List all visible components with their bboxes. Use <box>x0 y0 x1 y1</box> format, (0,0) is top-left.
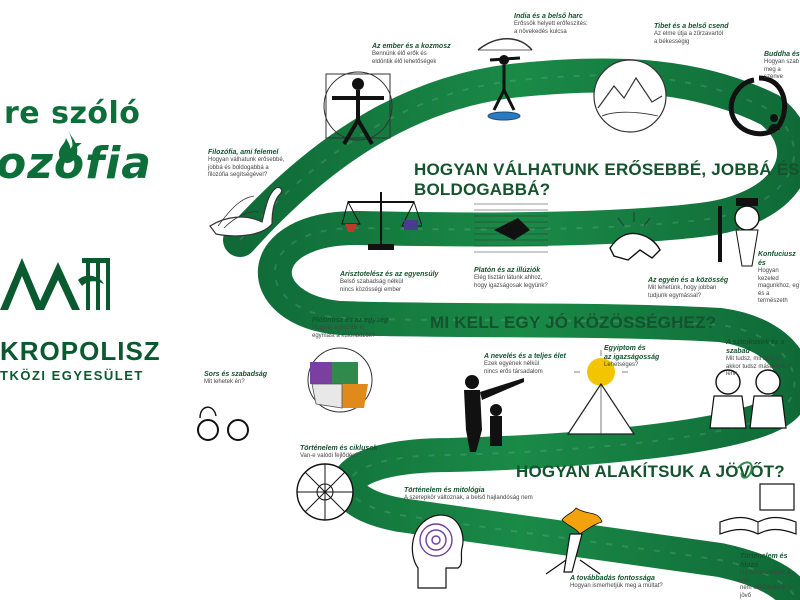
mountains-globe-icon <box>593 59 667 133</box>
station-mitologia: Történelem és mitológia A szerepkör vált… <box>404 487 533 501</box>
station-egyiptom: Egyiptom és az igazságosság Lehetséges? <box>604 345 660 368</box>
labyrinth-head-icon <box>411 514 464 589</box>
cave-shadows-icon <box>474 203 548 253</box>
acropolis-logo-icon <box>0 258 110 310</box>
balance-scale-icon <box>341 192 422 250</box>
station-filozofia-end: Történelem és filozó Ha nem ismerjük a m… <box>740 553 792 599</box>
station-sors: Sors és szabadság Mit lehetek én? <box>204 371 268 385</box>
stoics-busts-icon <box>709 369 787 429</box>
station-platon: Platón és az illúziók Elég tisztán látun… <box>474 267 548 289</box>
brand-title-line2-block: ozófia <box>0 128 170 198</box>
station-egyen: Az egyén és a közösség Mit lehetünk, hog… <box>648 277 729 299</box>
station-tovabbadas: A továbbadás fontossága Hogyan ismerhetj… <box>570 575 663 589</box>
station-tortenelem-ciklusok: Történelem és ciklusok Van-e valódi fejl… <box>300 445 378 459</box>
org-subtitle: TKÖZI EGYESÜLET <box>0 368 144 383</box>
broken-chains-icon <box>197 406 249 441</box>
station-neveles: A nevelés és a teljes élet Ezek egyének … <box>484 353 566 375</box>
station-sztoikus: A sztoikusok és a szabad Mit tudsz, mit … <box>726 339 792 377</box>
question-1: HOGYAN VÁLHATUNK ERŐSEBBÉ, JOBBÁ ÉS BOLD… <box>414 160 800 199</box>
station-tibet: Tibet és a belső csend Az elme útja a zű… <box>654 23 729 45</box>
puzzle-head-icon <box>307 347 373 413</box>
confucius-icon <box>718 198 760 267</box>
station-filozofia: Filozófia, ami felemel Hogyan válhatunk … <box>208 149 285 178</box>
book-typewriter-icon <box>719 461 797 535</box>
road-path <box>223 58 800 600</box>
station-ember: Az ember és a kozmosz Bennünk élő erők é… <box>372 43 451 65</box>
pointing-teacher-icon <box>464 375 524 452</box>
org-name: KROPOLISZ <box>0 336 161 366</box>
swan-icon <box>209 186 283 237</box>
wheel-of-time-icon <box>296 463 354 521</box>
vitruvian-man-icon <box>323 71 393 146</box>
station-india: India és a belső harc Erőssök helyett er… <box>514 13 588 35</box>
station-konfucius: Konfuciusz és Hogyan kezeled magunkhoz, … <box>758 251 800 304</box>
enso-buddha-icon <box>728 75 788 137</box>
station-arisztoteles: Arisztotelész és az egyensúly Belső szab… <box>340 271 439 293</box>
station-buddha: Buddha és Hogyan szab meg a szenve <box>764 51 800 80</box>
pyramid-sun-icon <box>566 350 636 435</box>
station-plotinosz: Plótinosz és az egység Hogyan egészítik … <box>312 317 389 339</box>
handshake-icon <box>609 212 661 261</box>
brand-title-line1: re szóló <box>4 96 141 131</box>
question-2: MI KELL EGY JÓ KÖZÖSSÉGHEZ? <box>430 313 717 332</box>
archer-icon <box>477 38 533 121</box>
torch-icon <box>545 507 603 575</box>
question-3: HOGYAN ALAKÍTSUK A JÖVŐT? <box>516 462 785 481</box>
flame-icon <box>58 130 78 163</box>
